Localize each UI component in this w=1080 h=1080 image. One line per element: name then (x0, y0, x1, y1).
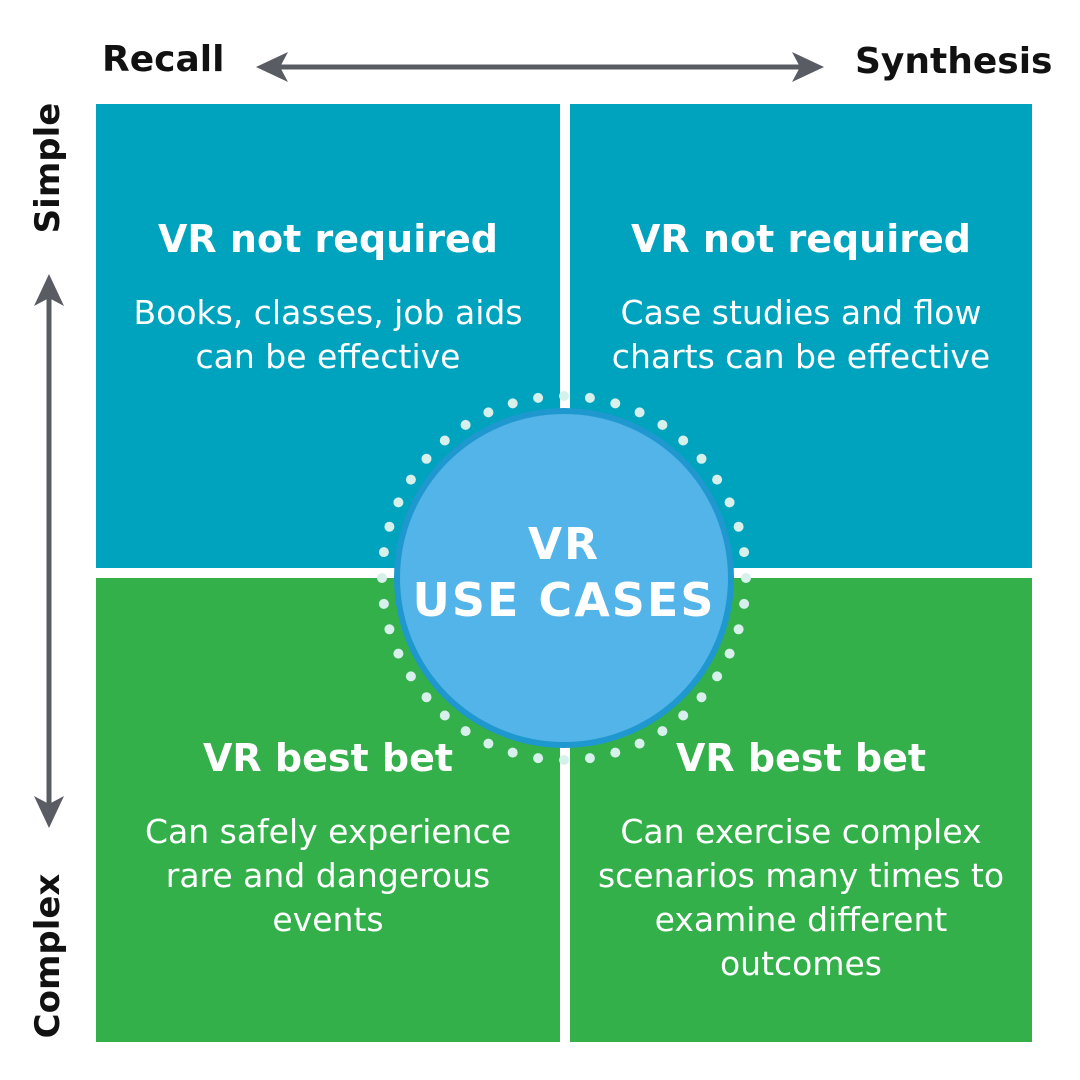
center-title-line1: VR (528, 519, 600, 570)
ring-dot (393, 497, 404, 508)
ring-dot (421, 453, 432, 464)
ring-dot (405, 474, 416, 485)
ring-dot (739, 547, 750, 558)
ring-dot (678, 435, 689, 446)
ring-dot (533, 753, 544, 764)
ring-dot (610, 398, 621, 409)
ring-dot (739, 598, 750, 609)
ring-dot (460, 726, 471, 737)
ring-dot (634, 738, 645, 749)
ring-dot (712, 474, 723, 485)
quadrant-description: Case studies and flow charts can be effe… (611, 293, 991, 376)
ring-dot (657, 726, 668, 737)
ring-dot (483, 738, 494, 749)
ring-dot (421, 692, 432, 703)
ring-dot (393, 648, 404, 659)
ring-dot (741, 573, 751, 583)
quadrant-title: VR best bet (202, 736, 454, 780)
ring-dot (733, 521, 744, 532)
ring-dot (405, 671, 416, 682)
ring-dot (377, 573, 387, 583)
ring-dot (724, 648, 735, 659)
ring-dot (483, 407, 494, 418)
ring-dot (384, 624, 395, 635)
quadrant-title: VR best bet (675, 736, 927, 780)
ring-dot (712, 671, 723, 682)
dotted-ring (377, 391, 751, 765)
axis-label-recall: Recall (102, 39, 225, 80)
ring-dot (733, 624, 744, 635)
quadrant-description: Books, classes, job aids can be effectiv… (133, 293, 523, 376)
ring-dot (378, 547, 389, 558)
ring-dot (384, 521, 395, 532)
ring-dot (610, 747, 621, 758)
ring-dot (584, 392, 595, 403)
vertical-double-arrow-icon (34, 274, 64, 828)
ring-dot (533, 392, 544, 403)
ring-dot (657, 419, 668, 430)
ring-dot (678, 710, 689, 721)
ring-dot (507, 398, 518, 409)
axis-label-synthesis: Synthesis (855, 41, 1053, 82)
ring-dot (559, 391, 569, 401)
ring-dot (507, 747, 518, 758)
ring-dot (634, 407, 645, 418)
ring-dot (696, 692, 707, 703)
center-circle (400, 414, 728, 742)
horizontal-double-arrow-icon (256, 52, 824, 82)
ring-dot (696, 453, 707, 464)
ring-dot (378, 598, 389, 609)
ring-dot (559, 755, 569, 765)
ring-dot (724, 497, 735, 508)
quadrant-description: Can exercise complex scenarios many time… (597, 812, 1005, 983)
ring-dot (439, 710, 450, 721)
ring-dot (439, 435, 450, 446)
quadrant-title: VR not required (158, 217, 498, 261)
quadrant-description: Can safely experience rare and dangerous… (144, 812, 512, 939)
ring-dot (584, 753, 595, 764)
center-title-line2: USE CASES (412, 573, 716, 627)
quadrant-title: VR not required (631, 217, 971, 261)
ring-dot (460, 419, 471, 430)
